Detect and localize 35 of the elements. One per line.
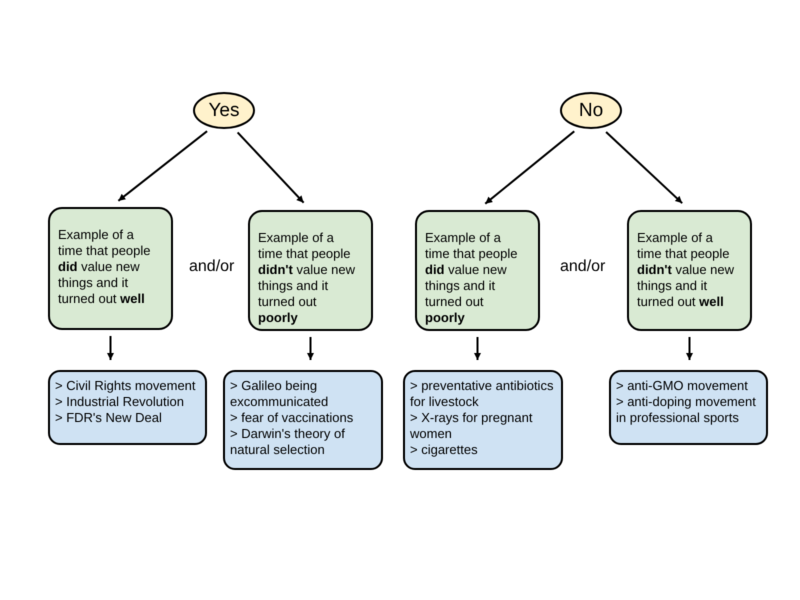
example-item: > Industrial Revolution	[55, 394, 185, 410]
question-text: Example of a time that people did value new things and it turned out well	[58, 227, 152, 307]
connector-label: and/or	[560, 258, 606, 276]
example-item: > Galileo being excommunicated	[230, 378, 330, 410]
examples-box	[48, 370, 207, 445]
arrow	[118, 130, 208, 202]
connector-label: and/or	[189, 258, 234, 276]
examples-box	[403, 370, 563, 470]
arrow	[686, 337, 693, 360]
example-item: > preventative antibiotics for livestock	[410, 378, 554, 410]
examples-box	[609, 370, 768, 445]
question-box	[248, 210, 373, 331]
answer-label: No	[578, 100, 604, 122]
example-item: > X-rays for pregnant women	[410, 410, 534, 442]
arrow	[605, 131, 683, 204]
answer-label: Yes	[208, 100, 240, 122]
example-item: > FDR's New Deal	[55, 410, 163, 426]
examples-box	[223, 370, 383, 470]
arrow	[474, 337, 481, 360]
question-box	[627, 210, 752, 331]
example-item: > anti-doping movement in professional sports	[616, 394, 757, 426]
arrow	[307, 337, 314, 360]
question-text: Example of a time that people didn't value new things and it turned out well	[637, 230, 736, 310]
question-box	[415, 210, 540, 331]
example-item: > Civil Rights movement	[55, 378, 197, 394]
example-item: > Darwin's theory of natural selection	[230, 426, 346, 458]
question-text: Example of a time that people didn't value new things and it turned out poorly	[258, 230, 356, 326]
example-item: > anti-GMO movement	[616, 378, 749, 394]
question-text: Example of a time that people did value new things and it turned out poorly	[425, 230, 519, 326]
arrow	[107, 336, 114, 360]
question-box	[48, 207, 173, 330]
arrow	[484, 130, 575, 204]
example-item: > fear of vaccinations	[230, 410, 354, 426]
arrow	[236, 132, 304, 204]
example-item: > cigarettes	[410, 442, 479, 458]
